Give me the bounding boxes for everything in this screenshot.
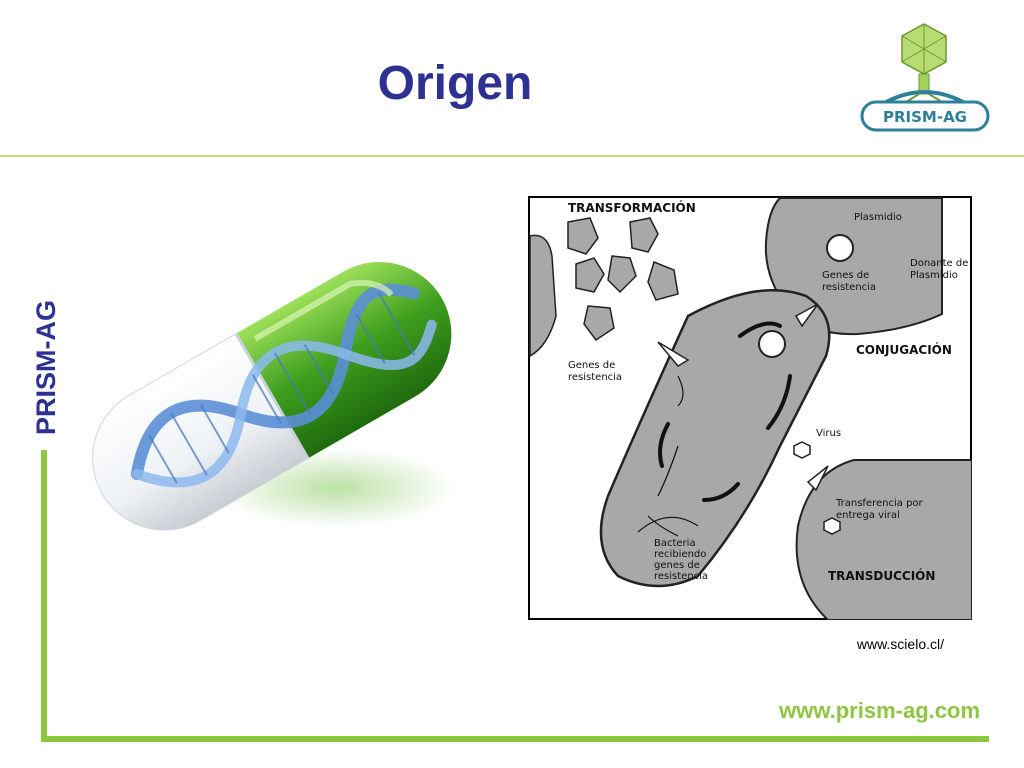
image-credit: www.scielo.cl/ — [856, 636, 944, 652]
label-donor-2: Plasmidio — [910, 270, 958, 281]
side-label-text: PRISM-AG — [30, 299, 61, 435]
slide-title: Origen — [377, 57, 533, 110]
label-virus: Virus — [816, 428, 841, 439]
dna-capsule-image — [92, 262, 456, 531]
label-genes-left-1: Genes de — [568, 360, 615, 371]
side-label: PRISM-AG — [31, 292, 61, 442]
header-divider — [0, 155, 1024, 157]
website-link[interactable]: www.prism-ag.com — [779, 698, 980, 723]
prism-ag-logo: PRISM-AG — [860, 23, 990, 132]
label-bacteria-2: recibiendo — [654, 549, 706, 560]
label-transduction: TRANSDUCCIÓN — [828, 568, 935, 583]
label-conjugation: CONJUGACIÓN — [856, 342, 952, 357]
label-bacteria-4: resistencia — [654, 571, 708, 582]
label-transformation: TRANSFORMACIÓN — [568, 200, 696, 215]
label-genes-left-2: resistencia — [568, 372, 622, 383]
label-bacteria-1: Bacteria — [654, 538, 696, 549]
label-transfer-2: entrega viral — [836, 510, 900, 521]
logo-text: PRISM-AG — [883, 108, 967, 126]
label-plasmid: Plasmidio — [854, 212, 902, 223]
label-bacteria-3: genes de — [654, 560, 700, 571]
label-transfer-1: Transferencia por — [835, 498, 924, 509]
label-donor-1: Donante de — [910, 258, 968, 269]
gene-transfer-diagram: TRANSFORMACIÓN Plasmidio Donante de Plas… — [528, 196, 972, 620]
label-genes-top-1: Genes de — [822, 270, 869, 281]
frame-bottom-bar — [41, 736, 989, 742]
frame-left-bar — [41, 450, 47, 742]
label-genes-top-2: resistencia — [822, 282, 876, 293]
